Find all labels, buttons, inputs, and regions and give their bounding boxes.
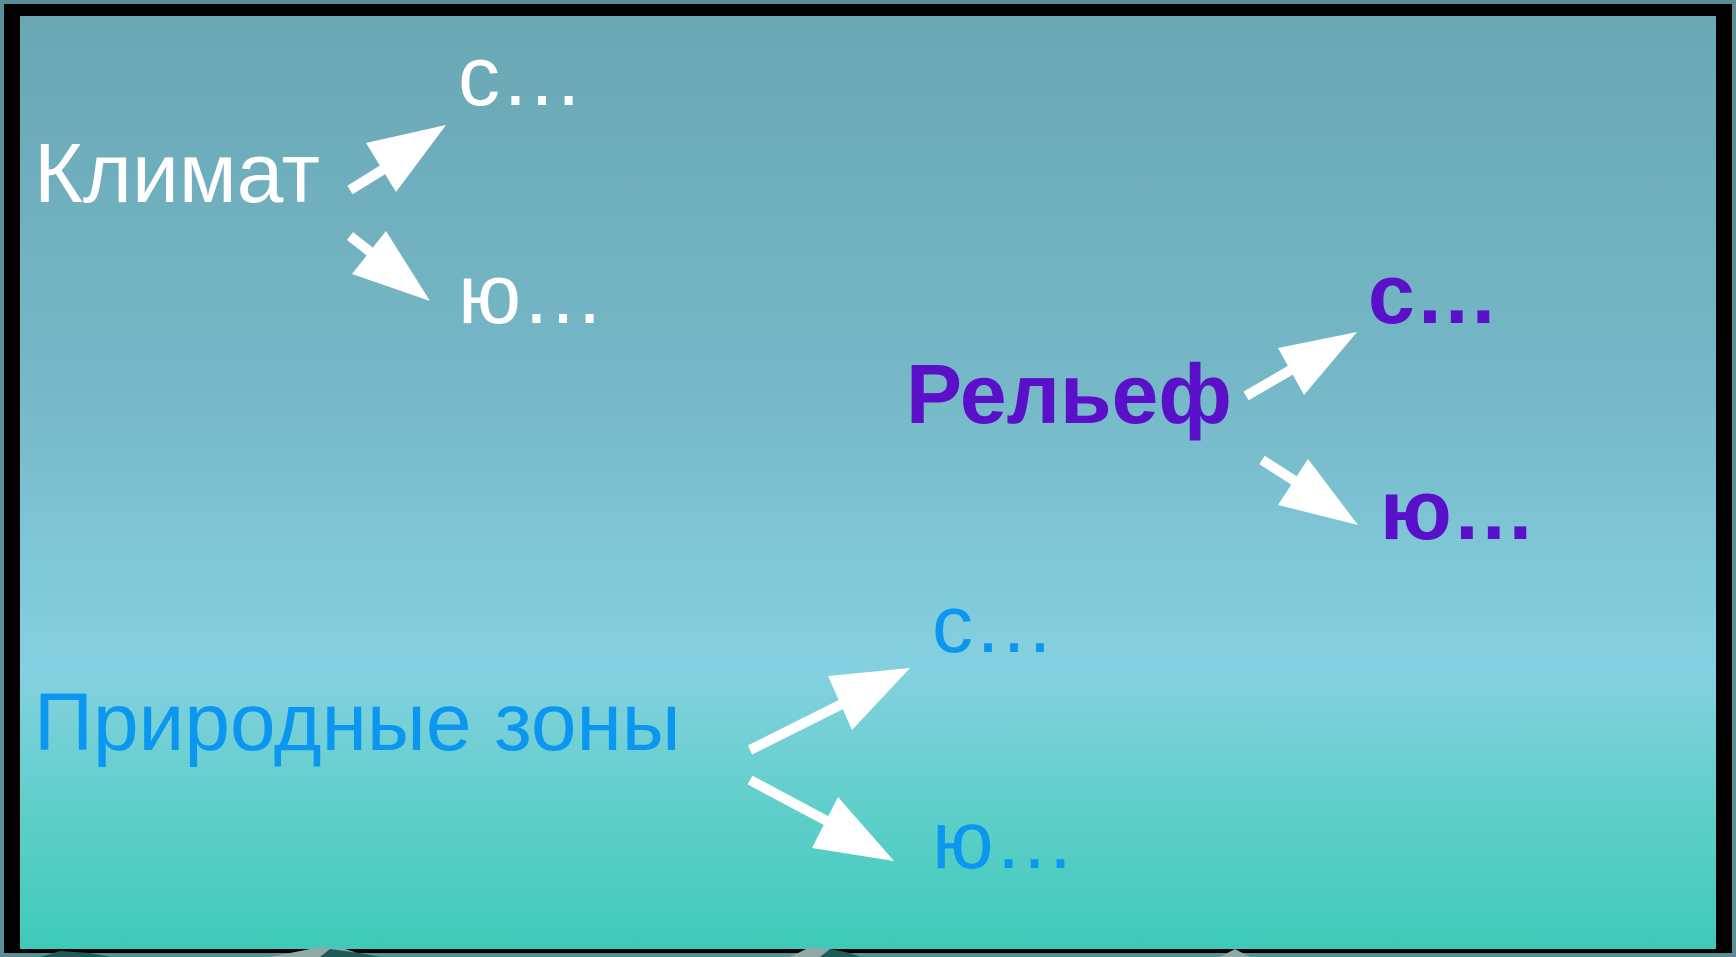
climate-south-arrow — [346, 231, 430, 301]
relief-north-arrow — [1243, 332, 1357, 401]
zones-south-label: ю… — [932, 795, 1076, 886]
relief-north-label: с… — [1368, 247, 1499, 341]
relief-title: Рельеф — [906, 347, 1232, 441]
zones-title: Природные зоны — [34, 677, 681, 768]
climate-north-arrow — [347, 125, 446, 195]
climate-south-label: ю… — [458, 247, 605, 341]
zones-north-label: с… — [932, 579, 1055, 670]
zones-south-arrow — [747, 775, 894, 861]
zones-north-arrow — [747, 668, 910, 755]
climate-north-label: с… — [458, 29, 584, 123]
relief-south-label: ю… — [1380, 463, 1536, 557]
relief-south-arrow — [1259, 455, 1358, 525]
ground-decoration — [40, 947, 1250, 957]
climate-title: Климат — [34, 126, 320, 220]
